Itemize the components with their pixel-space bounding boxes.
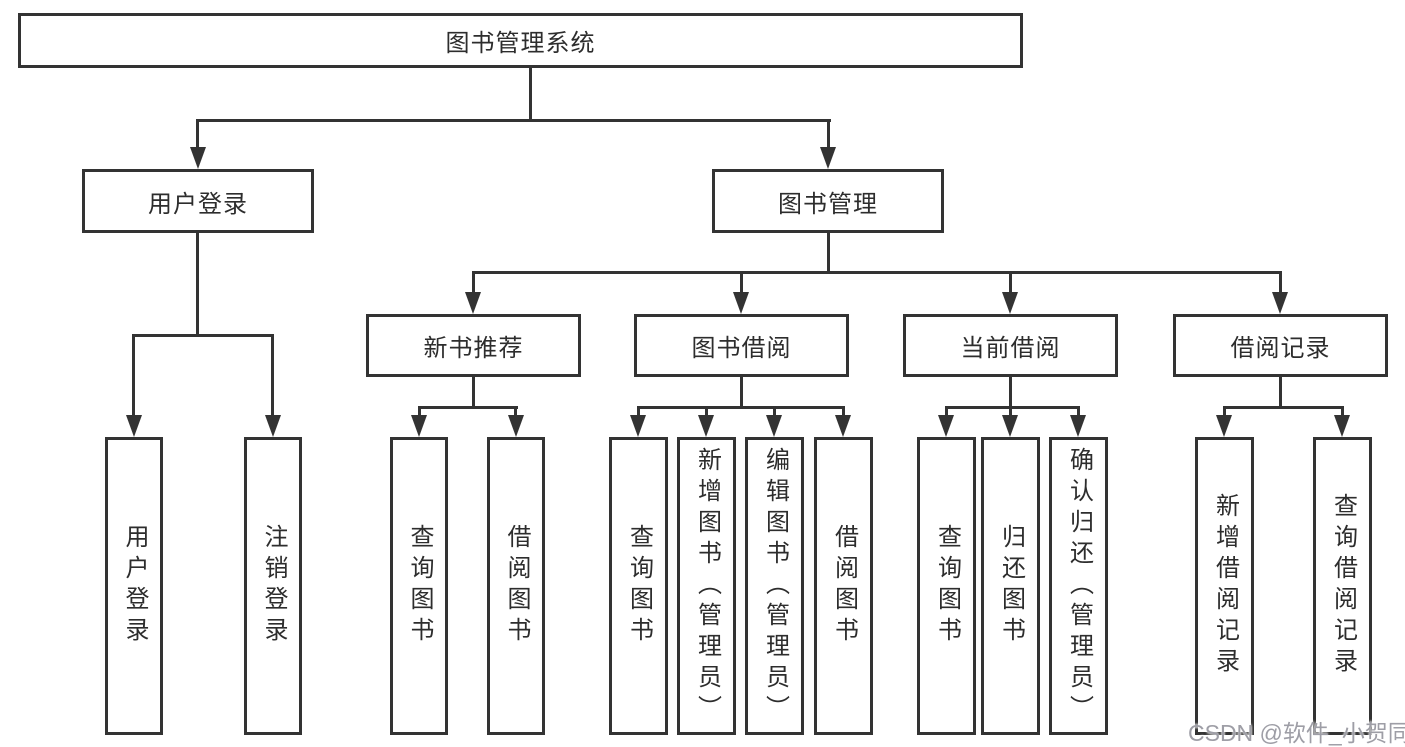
arrow-down-icon — [265, 415, 281, 437]
connector-root-stem — [529, 68, 532, 122]
leaf-add-book-admin-label: 新增图书（管理员） — [693, 446, 721, 726]
node-user-login-label: 用户登录 — [148, 190, 248, 218]
leaf-query-books-label: 查询图书 — [406, 524, 433, 648]
connector-leaf-drop — [842, 406, 845, 417]
leaf-user-login-label: 用户登录 — [121, 524, 148, 648]
arrow-down-icon — [465, 292, 481, 314]
connector-leaf-drop — [945, 406, 948, 417]
leaf-query-books-borrowing: 查询图书 — [609, 437, 668, 735]
leaf-borrow-books-label: 借阅图书 — [503, 524, 530, 648]
arrow-down-icon — [630, 415, 646, 437]
leaf-add-book-admin: 新增图书（管理员） — [677, 437, 736, 735]
csdn-watermark: CSDN @软件_小贺同学 — [1188, 720, 1405, 746]
node-root: 图书管理系统 — [18, 13, 1023, 68]
node-borrowing-records-label: 借阅记录 — [1230, 335, 1331, 362]
leaf-query-books-label: 查询图书 — [933, 524, 961, 648]
node-new-book-recommendation-label: 新书推荐 — [423, 335, 524, 362]
leaf-return-books: 归还图书 — [981, 437, 1040, 735]
arrow-down-icon — [698, 415, 714, 437]
arrow-down-icon — [1070, 415, 1086, 437]
connector-leaf-drop — [1009, 406, 1012, 417]
leaf-logout-label: 注销登录 — [260, 524, 287, 648]
node-book-management-label: 图书管理 — [778, 190, 878, 218]
node-current-borrowing: 当前借阅 — [903, 314, 1118, 377]
node-book-borrowing-label: 图书借阅 — [691, 335, 792, 362]
node-user-login: 用户登录 — [82, 169, 314, 233]
connector-leaf-drop — [773, 406, 776, 417]
connector-leaf-drop — [418, 406, 421, 417]
connector-user-login-rail — [133, 334, 274, 337]
connector-level3-drop — [472, 271, 475, 294]
leaf-borrow-books-recommend: 借阅图书 — [487, 437, 545, 735]
connector-level3-rail — [472, 271, 1282, 274]
connector-level3-drop — [1279, 271, 1282, 294]
connector-leaf-drop — [1077, 406, 1080, 417]
leaf-query-borrow-record: 查询借阅记录 — [1313, 437, 1372, 735]
node-book-borrowing: 图书借阅 — [634, 314, 849, 377]
connector-current-borrow-rail — [945, 406, 1080, 409]
node-root-label: 图书管理系统 — [445, 30, 596, 57]
arrow-down-icon — [1002, 415, 1018, 437]
connector-level2-rail — [197, 119, 831, 122]
node-current-borrowing-label: 当前借阅 — [960, 335, 1061, 362]
arrow-down-icon — [938, 415, 954, 437]
connector-new-book-rail — [418, 406, 518, 409]
connector-book-borrow-stem — [740, 377, 743, 408]
leaf-edit-book-admin-label: 编辑图书（管理员） — [761, 446, 789, 726]
connector-leaf-drop — [1223, 406, 1226, 417]
connector-leaf-drop — [514, 406, 517, 417]
arrow-down-icon — [411, 415, 427, 437]
leaf-query-books-label: 查询图书 — [625, 524, 653, 648]
leaf-query-books-recommend: 查询图书 — [390, 437, 448, 735]
leaf-borrow-books-borrowing: 借阅图书 — [814, 437, 873, 735]
connector-book-borrow-rail — [637, 406, 845, 409]
connector-leaf-drop — [1341, 406, 1344, 417]
connector-level3-drop — [740, 271, 743, 294]
connector-current-borrow-stem — [1009, 377, 1012, 408]
leaf-confirm-return-admin-label: 确认归还（管理员） — [1065, 446, 1093, 726]
connector-leaf-drop — [271, 334, 274, 417]
leaf-add-borrow-record-label: 新增借阅记录 — [1211, 493, 1239, 679]
arrow-down-icon — [766, 415, 782, 437]
arrow-down-icon — [820, 147, 836, 169]
connector-leaf-drop — [637, 406, 640, 417]
leaf-logout: 注销登录 — [244, 437, 302, 735]
arrow-down-icon — [835, 415, 851, 437]
leaf-edit-book-admin: 编辑图书（管理员） — [745, 437, 804, 735]
connector-records-stem — [1279, 377, 1282, 408]
node-new-book-recommendation: 新书推荐 — [366, 314, 581, 377]
arrow-down-icon — [126, 415, 142, 437]
leaf-add-borrow-record: 新增借阅记录 — [1195, 437, 1254, 735]
arrow-down-icon — [733, 292, 749, 314]
arrow-down-icon — [1002, 292, 1018, 314]
connector-leaf-drop — [705, 406, 708, 417]
connector-leaf-drop — [132, 334, 135, 417]
connector-records-rail — [1223, 406, 1344, 409]
node-borrowing-records: 借阅记录 — [1173, 314, 1388, 377]
connector-book-mgmt-stem — [827, 233, 830, 274]
leaf-user-login: 用户登录 — [105, 437, 163, 735]
leaf-query-borrow-record-label: 查询借阅记录 — [1329, 493, 1357, 679]
arrow-down-icon — [1272, 292, 1288, 314]
arrow-down-icon — [1216, 415, 1232, 437]
connector-new-book-stem — [472, 377, 475, 408]
leaf-confirm-return-admin: 确认归还（管理员） — [1049, 437, 1108, 735]
connector-book-mgmt-drop — [827, 119, 830, 149]
node-book-management: 图书管理 — [712, 169, 944, 233]
arrow-down-icon — [508, 415, 524, 437]
arrow-down-icon — [190, 147, 206, 169]
connector-user-login-stem — [196, 233, 199, 337]
connector-user-login-drop — [196, 119, 199, 149]
leaf-borrow-books-label: 借阅图书 — [830, 524, 858, 648]
arrow-down-icon — [1334, 415, 1350, 437]
leaf-return-books-label: 归还图书 — [997, 524, 1025, 648]
leaf-query-books-current: 查询图书 — [917, 437, 976, 735]
connector-level3-drop — [1009, 271, 1012, 294]
